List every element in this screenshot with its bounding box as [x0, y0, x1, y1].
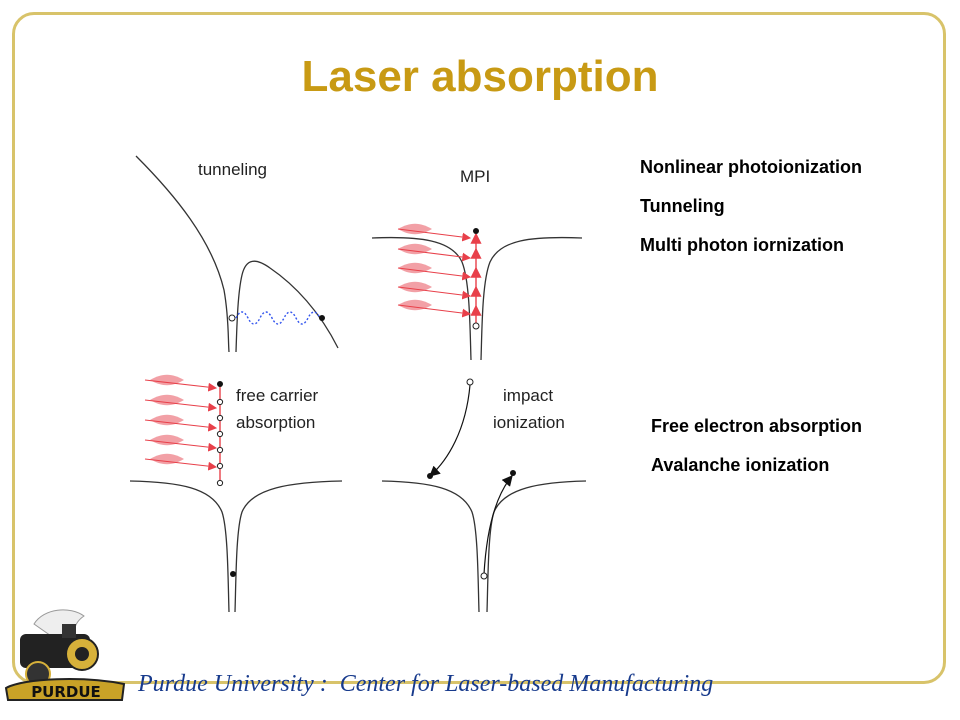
impact-label-line2: ionization	[493, 413, 565, 432]
tunneling-label: tunneling	[198, 160, 267, 179]
free-carrier-photons	[144, 374, 218, 471]
impact-electron-left	[427, 473, 433, 479]
list-item: Tunneling	[640, 196, 725, 216]
free-electron-list: Free electron absorption Avalanche ioniz…	[651, 416, 862, 494]
logo-text: PURDUE	[31, 683, 101, 701]
purdue-logo: PURDUE	[4, 609, 126, 701]
slide-frame	[12, 12, 946, 684]
impact-left-curve	[381, 480, 480, 613]
impact-secondary-trajectory	[483, 475, 513, 575]
list-item: Nonlinear photoionization	[640, 157, 862, 177]
mpi-right-curve	[480, 236, 583, 361]
list-item: Multi photon iornization	[640, 235, 844, 255]
mpi-label: MPI	[460, 167, 490, 186]
footer-text: Purdue University : Center for Laser-bas…	[138, 671, 714, 697]
impact-hole-top	[466, 378, 474, 386]
free-carrier-electron	[230, 571, 236, 577]
impact-hole-bottom	[480, 572, 488, 580]
impact-panel: impact ionization	[381, 378, 587, 613]
nonlinear-photoionization-list: Nonlinear photoionization Tunneling Mult…	[640, 157, 862, 274]
free-carrier-label-line1: free carrier	[236, 386, 319, 405]
mpi-hole	[472, 322, 480, 330]
impact-right-curve	[486, 480, 587, 613]
tunneling-wave	[235, 311, 321, 325]
mpi-electron	[473, 228, 479, 234]
tunneling-electron	[319, 315, 325, 321]
mpi-photons	[397, 223, 472, 318]
impact-label-line1: impact	[503, 386, 553, 405]
free-carrier-left-curve	[129, 480, 230, 613]
impact-electron-right	[510, 470, 516, 476]
tunneling-hole	[228, 314, 236, 322]
free-carrier-panel: free carrier absorption	[129, 374, 343, 613]
list-item: Free electron absorption	[651, 416, 863, 436]
tunneling-well-curve	[235, 260, 339, 353]
list-item: Avalanche ionization	[651, 455, 830, 475]
slide-title: Laser absorption	[301, 52, 659, 101]
tunneling-panel: tunneling	[135, 155, 339, 353]
free-carrier-right-curve	[234, 480, 343, 613]
free-carrier-label-line2: absorption	[236, 413, 315, 432]
mpi-panel: MPI	[371, 167, 583, 361]
tunneling-potential-curve	[135, 155, 230, 353]
impact-trajectory	[429, 384, 471, 477]
mpi-left-curve	[371, 236, 472, 361]
free-carrier-ladder	[216, 381, 224, 487]
